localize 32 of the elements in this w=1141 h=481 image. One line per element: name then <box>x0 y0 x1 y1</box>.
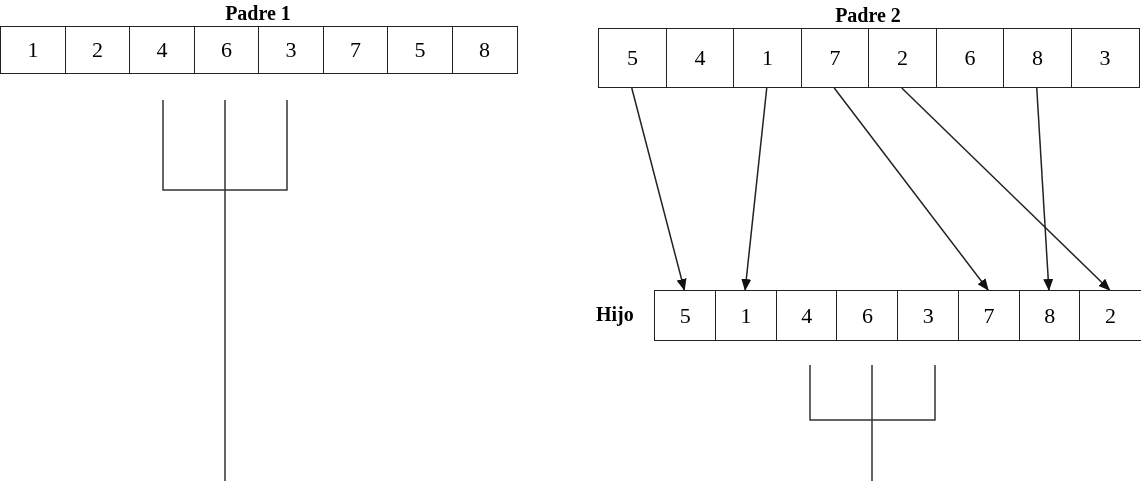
gene-cell: 8 <box>1018 290 1081 341</box>
gene-cell: 3 <box>258 26 324 74</box>
array-title: Hijo <box>596 302 634 325</box>
gene-cell: 7 <box>800 28 870 88</box>
gene-cell: 4 <box>775 290 838 341</box>
gene-cell: 6 <box>836 290 899 341</box>
arrow <box>901 87 1111 291</box>
gene-cell: 5 <box>387 26 453 74</box>
gene-cell: 2 <box>868 28 937 88</box>
arrow <box>741 87 768 291</box>
gene-cell: 1 <box>714 290 777 341</box>
gene-cell: 3 <box>1070 28 1140 88</box>
gene-cell: 7 <box>322 26 389 74</box>
gene-cell: 5 <box>654 290 717 341</box>
gene-cell: 3 <box>897 290 960 341</box>
gene-cell: 6 <box>193 26 260 74</box>
arrow <box>833 87 989 291</box>
gene-cell: 4 <box>129 26 195 74</box>
gene-cell: 7 <box>957 290 1020 341</box>
gene-cell: 2 <box>64 26 131 74</box>
gene-cell: 6 <box>935 28 1005 88</box>
arrow <box>1036 87 1054 291</box>
arrow <box>631 87 687 291</box>
gene-cell: 1 <box>733 28 802 88</box>
gene-cell: 5 <box>598 28 667 88</box>
array-title: Padre 2 <box>835 4 901 26</box>
gene-cell: 8 <box>451 26 518 74</box>
array-title: Padre 1 <box>225 2 291 24</box>
gene-cell: 4 <box>665 28 735 88</box>
gene-cell: 8 <box>1003 28 1072 88</box>
gene-cell: 2 <box>1079 290 1141 341</box>
gene-cell: 1 <box>0 26 66 74</box>
